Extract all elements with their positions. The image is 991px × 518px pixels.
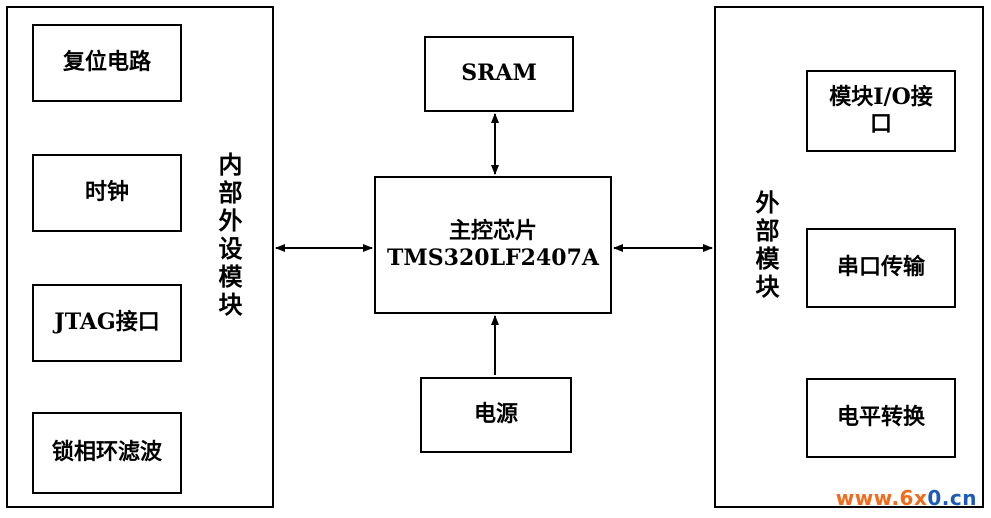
module-io-interface-label: 模块I/O接口 <box>829 83 933 138</box>
clock-label: 时钟 <box>84 179 129 206</box>
watermark-prefix: www.6x <box>835 486 928 510</box>
sram-label: SRAM <box>461 60 537 87</box>
main-chip-box: 主控芯片 TMS320LF2407A <box>374 176 612 314</box>
watermark-suffix: .cn <box>941 486 977 510</box>
serial-transmission-label: 串口传输 <box>836 254 925 281</box>
external-group-title: 外部模块 <box>751 190 780 302</box>
level-conversion-box: 电平转换 <box>806 378 956 458</box>
jtag-interface-box: JTAG接口 <box>32 284 182 362</box>
serial-transmission-box: 串口传输 <box>806 228 956 308</box>
power-label: 电源 <box>473 401 518 428</box>
clock-box: 时钟 <box>32 154 182 232</box>
main-chip-model: TMS320LF2407A <box>387 245 599 271</box>
jtag-interface-label: JTAG接口 <box>54 309 160 336</box>
pll-filter-box: 锁相环滤波 <box>32 412 182 494</box>
level-conversion-label: 电平转换 <box>836 404 925 431</box>
main-chip-title: 主控芯片 <box>448 217 537 244</box>
sram-box: SRAM <box>424 36 574 112</box>
watermark-zero: 0 <box>927 486 942 510</box>
module-io-interface-box: 模块I/O接口 <box>806 70 956 152</box>
site-watermark: www.6x0.cn <box>836 486 977 510</box>
reset-circuit-box: 复位电路 <box>32 24 182 102</box>
pll-filter-label: 锁相环滤波 <box>51 439 162 466</box>
reset-circuit-label: 复位电路 <box>62 49 151 76</box>
power-box: 电源 <box>420 377 572 453</box>
internal-group-title: 内部外设模块 <box>214 152 243 320</box>
